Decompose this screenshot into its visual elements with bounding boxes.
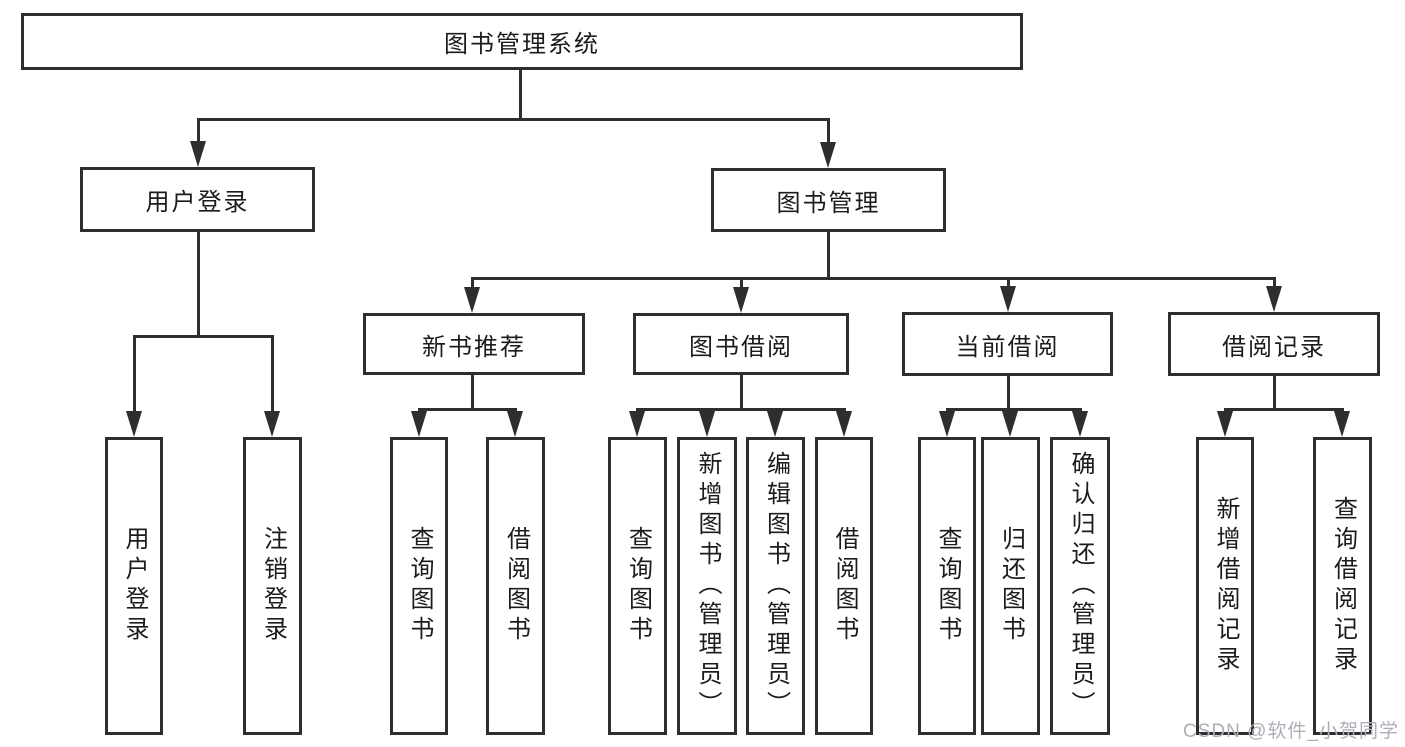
connector-arrow-stem [1272, 277, 1276, 288]
arrowhead-down-icon [190, 141, 206, 167]
connector-arrow-stem [1078, 408, 1082, 413]
arrowhead-down-icon [836, 411, 852, 437]
connector-arrow-stem [417, 408, 421, 413]
leaf-logout: 注销登录 [243, 437, 302, 735]
node-user-login-label: 用户登录 [145, 189, 250, 216]
connector-stub-line [518, 70, 522, 121]
arrowhead-down-icon [699, 411, 715, 437]
connector-branch-line [132, 335, 274, 338]
leaf-user-login-label: 用户登录 [121, 526, 148, 646]
leaf-add-book-admin-label: 新增图书（管理员） [694, 451, 721, 721]
connector-arrow-stem [705, 408, 709, 413]
leaf-add-borrow-record: 新增借阅记录 [1196, 437, 1254, 735]
node-book-borrow-label: 图书借阅 [689, 333, 793, 361]
leaf-edit-book-admin-label: 编辑图书（管理员） [762, 451, 790, 721]
connector-arrow-stem [513, 408, 517, 413]
leaf-current-query-book-label: 查询图书 [934, 526, 961, 646]
leaf-borrow-query-book: 查询图书 [608, 437, 667, 735]
connector-arrow-stem [773, 408, 777, 413]
node-user-login: 用户登录 [80, 167, 315, 232]
connector-arrow-stem [1008, 408, 1012, 413]
connector-branch-line [196, 118, 830, 121]
arrowhead-down-icon [733, 287, 749, 313]
arrowhead-down-icon [1000, 286, 1016, 312]
leaf-confirm-return-admin: 确认归还（管理员） [1050, 437, 1110, 735]
leaf-borrow-book-label: 借阅图书 [831, 526, 858, 646]
leaf-newrec-borrow-book-label: 借阅图书 [502, 526, 530, 646]
arrowhead-down-icon [411, 411, 427, 437]
arrowhead-down-icon [820, 142, 836, 168]
connector-arrow-stem [635, 408, 639, 413]
leaf-return-book-label: 归还图书 [997, 526, 1025, 646]
arrowhead-down-icon [1002, 411, 1018, 437]
node-borrow-record: 借阅记录 [1168, 312, 1380, 376]
arrowhead-down-icon [507, 411, 523, 437]
connector-arrow-stem [270, 335, 274, 413]
node-current-borrow-label: 当前借阅 [955, 333, 1060, 361]
connector-arrow-stem [826, 118, 830, 144]
connector-stub-line [1272, 376, 1276, 411]
connector-arrow-stem [739, 277, 743, 289]
leaf-return-book: 归还图书 [981, 437, 1040, 735]
leaf-newrec-query-book-label: 查询图书 [406, 526, 433, 646]
leaf-query-borrow-record-label: 查询借阅记录 [1329, 496, 1357, 676]
node-book-borrow: 图书借阅 [633, 313, 849, 375]
leaf-edit-book-admin: 编辑图书（管理员） [746, 437, 805, 735]
connector-stub-line [470, 375, 474, 411]
leaf-logout-label: 注销登录 [259, 526, 287, 646]
arrowhead-down-icon [1266, 286, 1282, 312]
connector-arrow-stem [1340, 408, 1344, 413]
node-new-book-recommend-label: 新书推荐 [422, 333, 526, 361]
node-book-management-label: 图书管理 [776, 189, 881, 217]
connector-stub-line [196, 232, 200, 338]
leaf-query-borrow-record: 查询借阅记录 [1313, 437, 1372, 735]
leaf-add-book-admin: 新增图书（管理员） [677, 437, 737, 735]
connector-branch-line [417, 408, 517, 411]
node-root: 图书管理系统 [21, 13, 1023, 70]
node-root-label: 图书管理系统 [444, 31, 600, 58]
connector-arrow-stem [1223, 408, 1227, 413]
arrowhead-down-icon [767, 411, 783, 437]
arrowhead-down-icon [629, 411, 645, 437]
leaf-borrow-book: 借阅图书 [815, 437, 873, 735]
node-book-management: 图书管理 [711, 168, 946, 232]
connector-branch-line [470, 277, 1276, 280]
connector-stub-line [739, 375, 743, 411]
arrowhead-down-icon [939, 411, 955, 437]
arrowhead-down-icon [126, 411, 142, 437]
arrowhead-down-icon [464, 287, 480, 313]
connector-arrow-stem [470, 277, 474, 289]
connector-arrow-stem [132, 335, 136, 413]
connector-arrow-stem [1006, 277, 1010, 288]
connector-branch-line [635, 408, 846, 411]
connector-stub-line [826, 232, 830, 280]
leaf-newrec-query-book: 查询图书 [390, 437, 448, 735]
leaf-current-query-book: 查询图书 [918, 437, 976, 735]
leaf-add-borrow-record-label: 新增借阅记录 [1212, 496, 1239, 676]
arrowhead-down-icon [264, 411, 280, 437]
node-borrow-record-label: 借阅记录 [1222, 333, 1326, 361]
connector-branch-line [945, 408, 1082, 411]
connector-stub-line [1006, 376, 1010, 411]
arrowhead-down-icon [1217, 411, 1233, 437]
node-new-book-recommend: 新书推荐 [363, 313, 585, 375]
leaf-confirm-return-admin-label: 确认归还（管理员） [1067, 451, 1094, 721]
csdn-watermark: CSDN @软件_小贺同学 [1183, 721, 1399, 742]
connector-arrow-stem [196, 118, 200, 143]
connector-arrow-stem [842, 408, 846, 413]
leaf-user-login: 用户登录 [105, 437, 163, 735]
arrowhead-down-icon [1072, 411, 1088, 437]
node-current-borrow: 当前借阅 [902, 312, 1113, 376]
connector-arrow-stem [945, 408, 949, 413]
leaf-borrow-query-book-label: 查询图书 [624, 526, 652, 646]
leaf-newrec-borrow-book: 借阅图书 [486, 437, 545, 735]
connector-branch-line [1223, 408, 1344, 411]
arrowhead-down-icon [1334, 411, 1350, 437]
